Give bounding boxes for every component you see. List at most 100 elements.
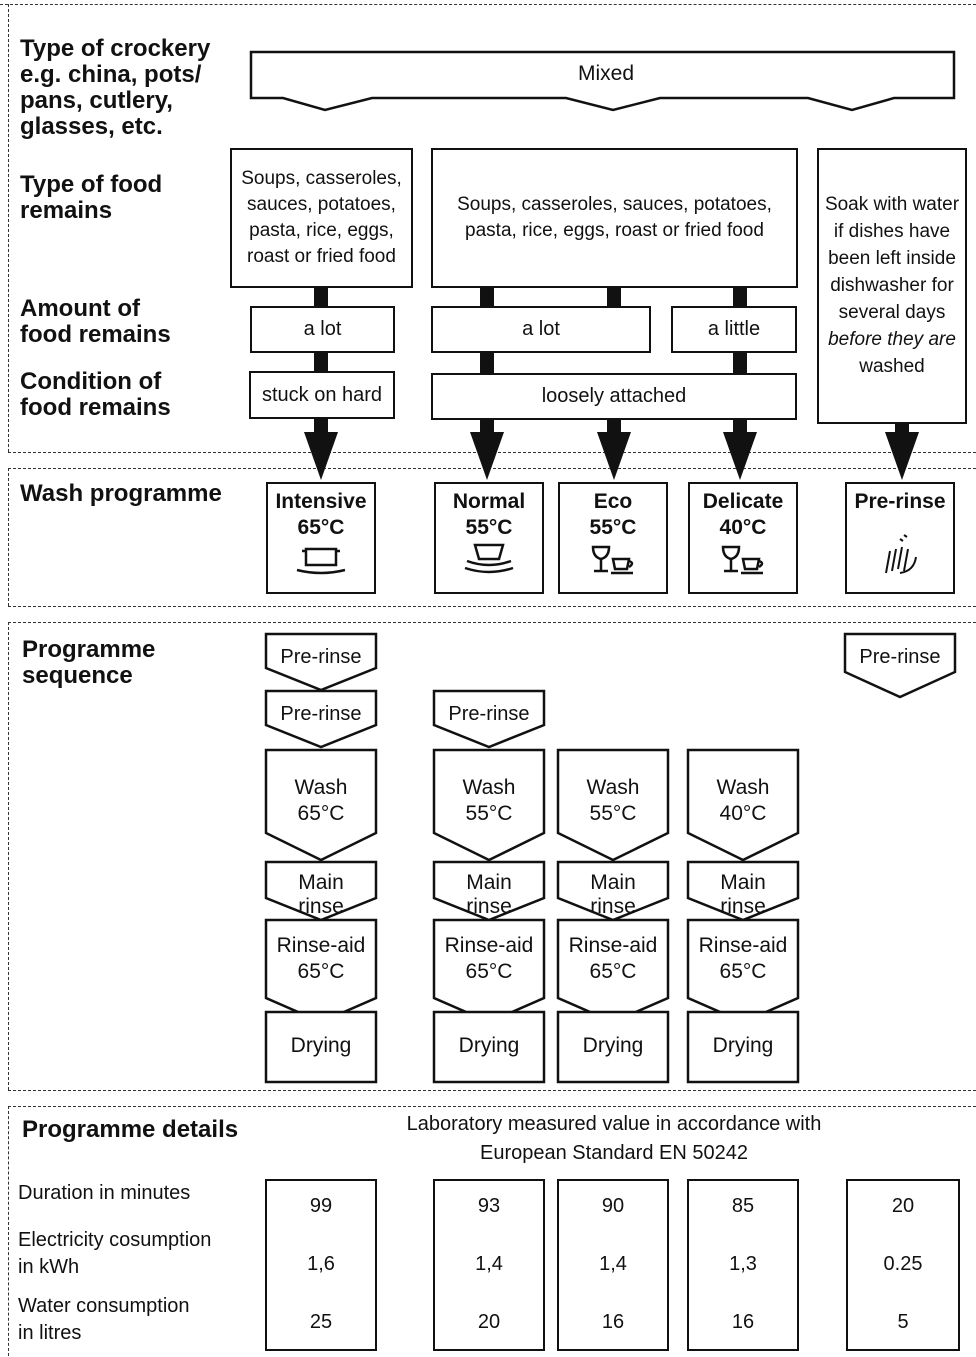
sequence-column-eco: Wash 55°C Main rinse Rinse-aid 65°C Dryi… <box>558 0 668 1090</box>
step-rinse-aid-eco <box>556 918 670 1024</box>
step-label-drying: Drying <box>582 1034 644 1057</box>
step-label-rinse-aid-temp: 65°C <box>589 960 637 983</box>
step-rinse-aid-delicate <box>686 918 800 1024</box>
step-label-main-rinse: Main rinse <box>466 871 512 918</box>
section-divider <box>8 1106 9 1356</box>
sequence-column-pre-rinse: Pre-rinse <box>845 0 955 1090</box>
detail-row-label-duration: Duration in minutes <box>18 1182 191 1204</box>
amount-label: Amount of food remains <box>20 295 171 348</box>
step-label-main-rinse: Main rinse <box>298 871 344 918</box>
programme-box-intensive: Intensive 65°C <box>266 482 376 594</box>
details-label: Programme details <box>22 1116 239 1143</box>
step-label-drying: Drying <box>290 1034 352 1057</box>
condition-box-1: stuck on hard <box>249 371 395 419</box>
detail-duration: 93 <box>477 1195 501 1217</box>
soak-note-line: Soak with water <box>824 194 960 215</box>
programme-temp: 65°C <box>297 516 345 539</box>
section-divider <box>8 622 976 623</box>
detail-box-delicate: 85 1,3 16 <box>687 1179 799 1351</box>
crockery-banner <box>249 50 956 112</box>
step-wash-normal <box>432 748 546 862</box>
step-drying-intensive <box>264 1010 378 1084</box>
step-drying-normal <box>432 1010 546 1084</box>
step-rinse-aid-intensive <box>264 918 378 1024</box>
food-type-label: Type of food remains <box>20 171 163 224</box>
water-spray-icon <box>885 534 917 574</box>
detail-duration: 90 <box>601 1195 625 1217</box>
sequence-label: Programme sequence <box>22 636 156 689</box>
step-drying-delicate <box>686 1010 800 1084</box>
detail-box-pre-rinse: 20 0.25 5 <box>846 1179 960 1351</box>
step-wash-eco <box>556 748 670 862</box>
condition-box-2: loosely attached <box>431 373 797 420</box>
detail-water: 5 <box>897 1311 909 1333</box>
section-divider <box>8 1090 976 1091</box>
step-label-pre-rinse: Pre-rinse <box>859 646 941 668</box>
section-divider <box>8 468 9 606</box>
step-label-rinse-aid: Rinse-aid <box>568 934 658 957</box>
step-label-wash-temp: 55°C <box>465 802 513 825</box>
programme-box-pre-rinse: Pre-rinse <box>845 482 955 594</box>
amount-box-2: a lot <box>431 306 651 353</box>
crockery-value: Mixed <box>577 62 635 85</box>
amount-box-1: a lot <box>250 306 395 353</box>
step-label-rinse-aid: Rinse-aid <box>276 934 366 957</box>
step-label-drying: Drying <box>458 1034 520 1057</box>
programme-name: Delicate <box>702 490 784 513</box>
step-label-drying: Drying <box>712 1034 774 1057</box>
step-label-wash-temp: 55°C <box>589 802 637 825</box>
detail-duration: 85 <box>731 1195 755 1217</box>
step-wash-intensive <box>264 748 378 862</box>
programme-box-normal: Normal 55°C <box>434 482 544 594</box>
step-main-rinse-normal <box>432 860 546 922</box>
programme-name: Pre-rinse <box>854 490 946 513</box>
detail-electricity: 1,4 <box>475 1253 503 1275</box>
step-drying-eco <box>556 1010 670 1084</box>
arrow-normal <box>470 432 504 480</box>
arrow-delicate <box>723 432 757 480</box>
section-divider <box>0 4 976 5</box>
step-label-rinse-aid-temp: 65°C <box>297 960 345 983</box>
detail-box-normal: 93 1,4 20 <box>433 1179 545 1351</box>
section-divider <box>8 622 9 1090</box>
detail-row-label-electricity: Electricity cosumption in kWh <box>18 1229 212 1278</box>
detail-duration: 99 <box>309 1195 333 1217</box>
step-main-rinse-eco <box>556 860 670 922</box>
section-divider <box>8 4 9 452</box>
step-label-wash-temp: 65°C <box>297 802 345 825</box>
step-label-wash: Wash <box>586 776 640 799</box>
detail-duration: 20 <box>891 1195 915 1217</box>
programme-temp: 55°C <box>589 516 637 539</box>
detail-water: 16 <box>731 1311 755 1333</box>
glass-and-cup-icon <box>591 545 634 575</box>
detail-row-label-water: Water consumption in litres <box>18 1295 190 1344</box>
crockery-label: Type of crockery e.g. china, pots/ pans,… <box>20 35 211 140</box>
programme-temp: 55°C <box>465 516 513 539</box>
step-label-rinse-aid-temp: 65°C <box>719 960 767 983</box>
soak-note-line: dishwasher for <box>830 275 954 296</box>
step-pre-rinse-intensive-1 <box>264 632 378 692</box>
section-divider <box>8 468 976 469</box>
step-pre-rinse-normal <box>432 689 546 749</box>
sequence-column-normal: Pre-rinse Wash 55°C Main rinse Rinse-aid… <box>434 0 544 1090</box>
arrow-intensive <box>304 432 338 480</box>
condition-label: Condition of food remains <box>20 368 171 421</box>
detail-electricity: 1,3 <box>729 1253 757 1275</box>
step-main-rinse-delicate <box>686 860 800 922</box>
step-label-rinse-aid: Rinse-aid <box>444 934 534 957</box>
arrow-eco <box>597 432 631 480</box>
soak-note-line: several days <box>838 302 946 323</box>
step-label-rinse-aid-temp: 65°C <box>465 960 513 983</box>
step-rinse-aid-normal <box>432 918 546 1024</box>
soak-note-line: been left inside <box>828 248 956 269</box>
programme-box-delicate: Delicate 40°C <box>688 482 798 594</box>
programme-box-eco: Eco 55°C <box>558 482 668 594</box>
step-label-main-rinse: Main rinse <box>720 871 766 918</box>
amount-box-3: a little <box>671 306 797 353</box>
programme-name: Intensive <box>275 490 367 513</box>
food-type-box-1: Soups, casseroles, sauces, potatoes, pas… <box>230 148 413 288</box>
step-label-pre-rinse: Pre-rinse <box>280 703 362 725</box>
detail-box-intensive: 99 1,6 25 <box>265 1179 377 1351</box>
stacked-dishes-icon <box>464 543 514 574</box>
detail-water: 16 <box>601 1311 625 1333</box>
